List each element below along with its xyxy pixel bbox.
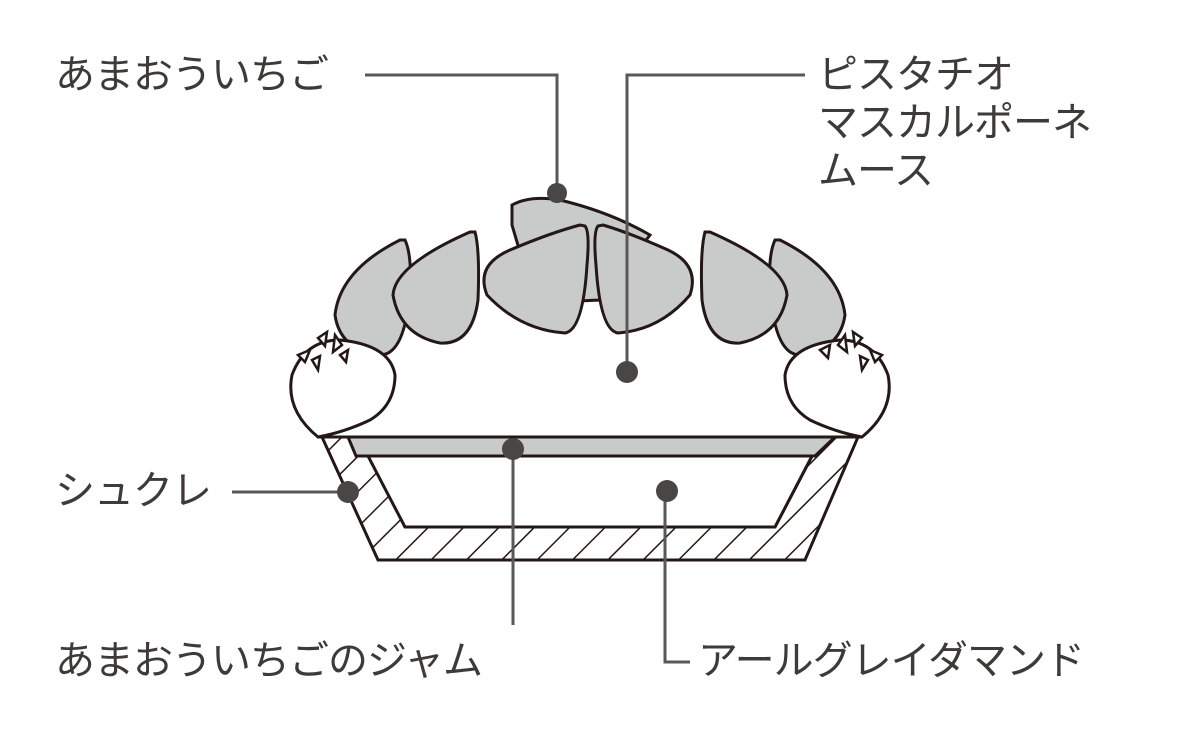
leader-strawberry bbox=[365, 73, 559, 192]
dot-mousse bbox=[616, 361, 638, 383]
whipped-cream bbox=[289, 338, 891, 439]
label-mousse-line1: ピスタチオ bbox=[818, 52, 1014, 98]
label-strawberry: あまおういちご bbox=[55, 52, 329, 98]
leader-almond bbox=[663, 490, 690, 664]
strawberry-right-2 bbox=[699, 230, 789, 345]
cream-decoration bbox=[310, 353, 322, 374]
jam-layer bbox=[345, 435, 839, 458]
leader-dots bbox=[337, 183, 678, 503]
strawberries bbox=[333, 196, 847, 357]
cream-decoration bbox=[295, 347, 313, 365]
cream-decoration bbox=[858, 353, 870, 374]
cream-decoration bbox=[836, 331, 849, 355]
dot-jam bbox=[502, 438, 524, 460]
dot-almond bbox=[656, 480, 678, 502]
cream-decoration bbox=[851, 329, 864, 349]
strawberry-left-2 bbox=[391, 230, 481, 345]
leader-mousse bbox=[625, 73, 805, 372]
cream-decoration bbox=[331, 331, 344, 355]
leader-lines bbox=[232, 73, 805, 664]
label-mousse-line2: マスカルポーネ bbox=[818, 100, 1092, 146]
cream-decoration bbox=[867, 347, 885, 365]
label-almond: アールグレイダマンド bbox=[698, 638, 1085, 684]
strawberry-left-3 bbox=[482, 223, 590, 335]
almond-cream-layer bbox=[365, 454, 815, 529]
dot-strawberry bbox=[547, 183, 567, 203]
strawberry-right-3 bbox=[593, 223, 694, 335]
dot-sucree bbox=[337, 481, 359, 503]
cream-decoration bbox=[817, 342, 832, 361]
cream-decoration bbox=[338, 347, 350, 365]
label-sucree: シュクレ bbox=[55, 468, 212, 514]
label-mousse-line3: ムース bbox=[818, 148, 934, 194]
label-jam: あまおういちごのジャム bbox=[55, 638, 483, 684]
cream-decorations bbox=[295, 329, 885, 374]
cream-decoration bbox=[316, 329, 329, 349]
